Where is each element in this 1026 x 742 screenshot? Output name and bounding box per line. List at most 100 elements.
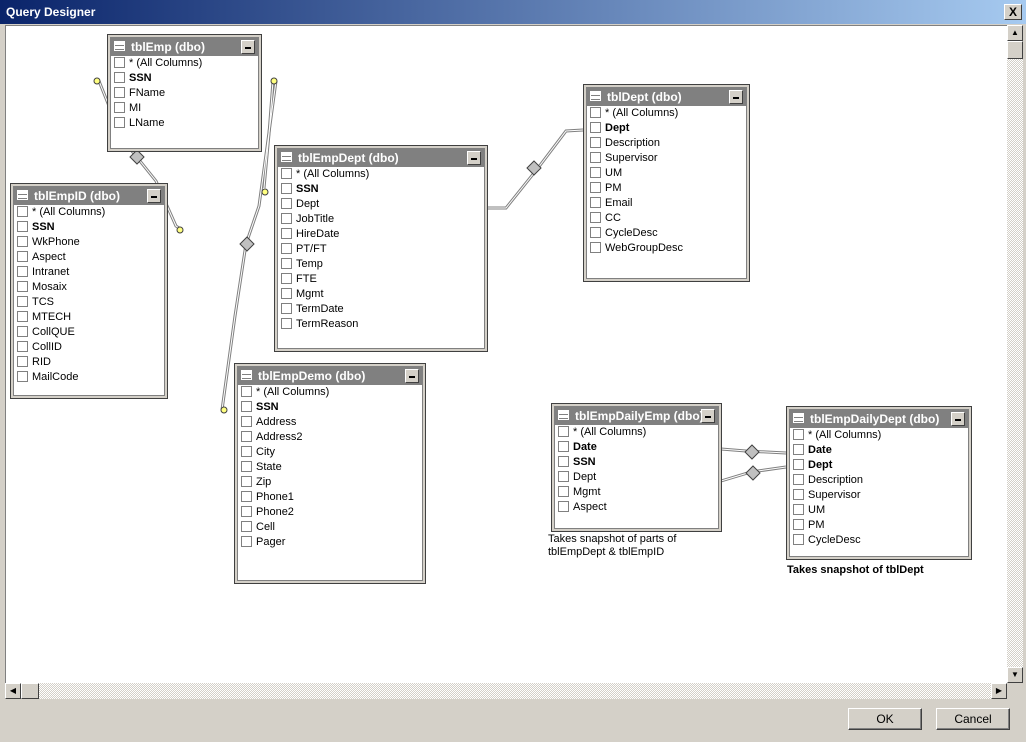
minimize-icon[interactable]	[147, 189, 161, 203]
column-row[interactable]: MI	[112, 101, 257, 116]
column-row[interactable]: * (All Columns)	[279, 167, 483, 182]
vertical-scroll-thumb[interactable]	[1007, 41, 1023, 59]
column-checkbox[interactable]	[17, 296, 28, 307]
column-row[interactable]: Date	[791, 443, 967, 458]
scroll-down-button[interactable]: ▼	[1007, 667, 1023, 683]
column-row[interactable]: PM	[588, 181, 745, 196]
minimize-icon[interactable]	[241, 40, 255, 54]
column-row[interactable]: CycleDesc	[588, 226, 745, 241]
column-row[interactable]: Dept	[279, 197, 483, 212]
column-checkbox[interactable]	[241, 431, 252, 442]
column-row[interactable]: RID	[15, 355, 163, 370]
column-checkbox[interactable]	[793, 534, 804, 545]
column-checkbox[interactable]	[558, 441, 569, 452]
column-checkbox[interactable]	[281, 318, 292, 329]
column-checkbox[interactable]	[793, 474, 804, 485]
column-row[interactable]: SSN	[15, 220, 163, 235]
column-row[interactable]: * (All Columns)	[112, 56, 257, 71]
minimize-icon[interactable]	[467, 151, 481, 165]
column-row[interactable]: MailCode	[15, 370, 163, 385]
table-header[interactable]: tblDept (dbo)	[587, 88, 746, 106]
column-checkbox[interactable]	[17, 266, 28, 277]
column-row[interactable]: SSN	[112, 71, 257, 86]
table-header[interactable]: tblEmp (dbo)	[111, 38, 258, 56]
column-row[interactable]: Date	[556, 440, 717, 455]
column-row[interactable]: CollQUE	[15, 325, 163, 340]
column-checkbox[interactable]	[590, 152, 601, 163]
column-checkbox[interactable]	[558, 486, 569, 497]
column-row[interactable]: Supervisor	[791, 488, 967, 503]
column-row[interactable]: * (All Columns)	[588, 106, 745, 121]
column-row[interactable]: Pager	[239, 535, 421, 550]
column-checkbox[interactable]	[281, 288, 292, 299]
column-checkbox[interactable]	[558, 501, 569, 512]
column-checkbox[interactable]	[114, 57, 125, 68]
column-row[interactable]: Zip	[239, 475, 421, 490]
column-checkbox[interactable]	[241, 476, 252, 487]
ok-button[interactable]: OK	[848, 708, 922, 730]
column-row[interactable]: Address2	[239, 430, 421, 445]
column-checkbox[interactable]	[590, 242, 601, 253]
column-row[interactable]: LName	[112, 116, 257, 131]
column-row[interactable]: PM	[791, 518, 967, 533]
minimize-icon[interactable]	[701, 409, 715, 423]
column-row[interactable]: UM	[588, 166, 745, 181]
column-checkbox[interactable]	[281, 168, 292, 179]
scroll-up-button[interactable]: ▲	[1007, 25, 1023, 41]
column-row[interactable]: PT/FT	[279, 242, 483, 257]
column-checkbox[interactable]	[241, 536, 252, 547]
column-row[interactable]: Description	[791, 473, 967, 488]
column-row[interactable]: UM	[791, 503, 967, 518]
column-checkbox[interactable]	[590, 122, 601, 133]
table-tblEmpDailyDept[interactable]: tblEmpDailyDept (dbo) * (All Columns)Dat…	[786, 406, 972, 560]
column-checkbox[interactable]	[793, 444, 804, 455]
column-row[interactable]: * (All Columns)	[239, 385, 421, 400]
table-header[interactable]: tblEmpDailyDept (dbo)	[790, 410, 968, 428]
column-checkbox[interactable]	[793, 519, 804, 530]
minimize-icon[interactable]	[405, 369, 419, 383]
column-checkbox[interactable]	[793, 459, 804, 470]
column-row[interactable]: TermDate	[279, 302, 483, 317]
column-row[interactable]: Mgmt	[556, 485, 717, 500]
column-checkbox[interactable]	[793, 504, 804, 515]
table-header[interactable]: tblEmpDemo (dbo)	[238, 367, 422, 385]
column-row[interactable]: Cell	[239, 520, 421, 535]
column-row[interactable]: CC	[588, 211, 745, 226]
vertical-scrollbar[interactable]: ▲ ▼	[1007, 25, 1023, 683]
column-checkbox[interactable]	[17, 236, 28, 247]
column-checkbox[interactable]	[114, 87, 125, 98]
column-row[interactable]: WebGroupDesc	[588, 241, 745, 256]
table-header[interactable]: tblEmpDept (dbo)	[278, 149, 484, 167]
column-checkbox[interactable]	[241, 491, 252, 502]
column-row[interactable]: CollID	[15, 340, 163, 355]
column-checkbox[interactable]	[793, 489, 804, 500]
column-checkbox[interactable]	[793, 429, 804, 440]
column-checkbox[interactable]	[114, 102, 125, 113]
column-row[interactable]: State	[239, 460, 421, 475]
column-checkbox[interactable]	[241, 386, 252, 397]
scroll-left-button[interactable]: ◀	[5, 683, 21, 699]
column-checkbox[interactable]	[590, 167, 601, 178]
column-checkbox[interactable]	[17, 221, 28, 232]
column-row[interactable]: Intranet	[15, 265, 163, 280]
column-row[interactable]: JobTitle	[279, 212, 483, 227]
column-row[interactable]: FTE	[279, 272, 483, 287]
column-row[interactable]: Dept	[556, 470, 717, 485]
column-checkbox[interactable]	[558, 471, 569, 482]
column-checkbox[interactable]	[17, 281, 28, 292]
column-row[interactable]: City	[239, 445, 421, 460]
column-checkbox[interactable]	[281, 213, 292, 224]
column-checkbox[interactable]	[590, 227, 601, 238]
column-checkbox[interactable]	[590, 182, 601, 193]
column-row[interactable]: Temp	[279, 257, 483, 272]
column-checkbox[interactable]	[241, 446, 252, 457]
column-checkbox[interactable]	[590, 212, 601, 223]
column-row[interactable]: Supervisor	[588, 151, 745, 166]
column-checkbox[interactable]	[241, 521, 252, 532]
close-button[interactable]: X	[1004, 4, 1022, 20]
